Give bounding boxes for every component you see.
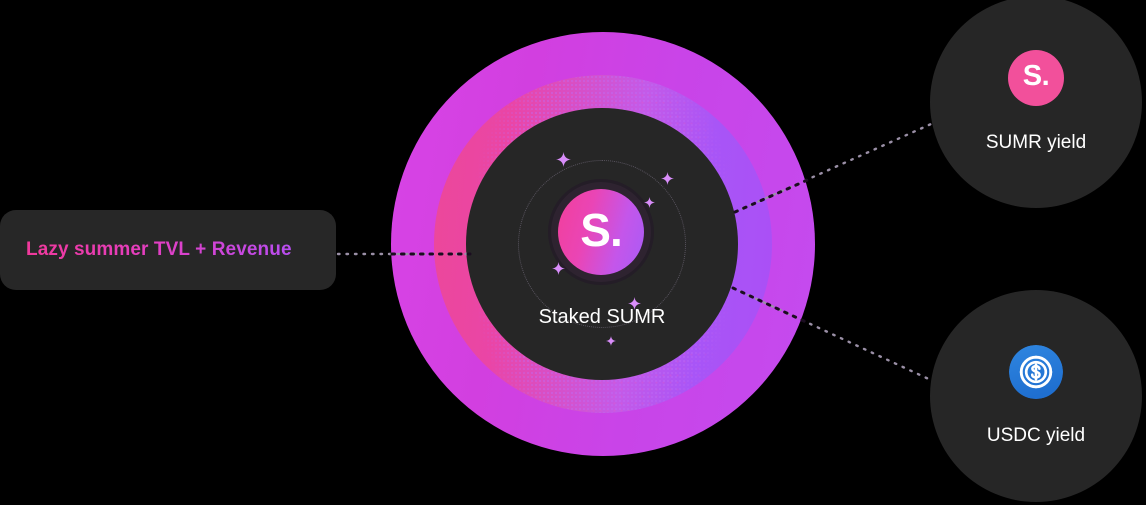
sumr-coin-icon: S. xyxy=(1008,50,1064,106)
sumr-token-glyph: S. xyxy=(580,204,622,256)
sparkle-icon xyxy=(556,152,571,167)
sparkle-icon xyxy=(661,172,674,185)
lazy-summer-source-box[interactable]: Lazy summer TVL + Revenue xyxy=(0,210,336,290)
node-usdc-yield-label: USDC yield xyxy=(986,425,1086,446)
sparkle-icon xyxy=(644,196,655,208)
sparkle-icon xyxy=(606,334,616,346)
sumr-coin-glyph: S. xyxy=(1022,60,1050,92)
usdc-coin-icon xyxy=(1009,345,1063,399)
lazy-summer-source-label: Lazy summer TVL + Revenue xyxy=(26,239,292,260)
node-usdc-yield[interactable]: USDC yield xyxy=(930,290,1142,502)
node-sumr-yield-label: SUMR yield xyxy=(985,132,1087,153)
hub-dotted-orbit xyxy=(518,160,686,328)
sparkle-icon xyxy=(552,262,565,275)
node-sumr-yield[interactable]: S. SUMR yield xyxy=(930,0,1142,208)
sumr-token-icon: S. xyxy=(558,189,644,275)
hub-caption: Staked SUMR xyxy=(538,306,666,328)
sparkle-icon xyxy=(628,297,641,310)
